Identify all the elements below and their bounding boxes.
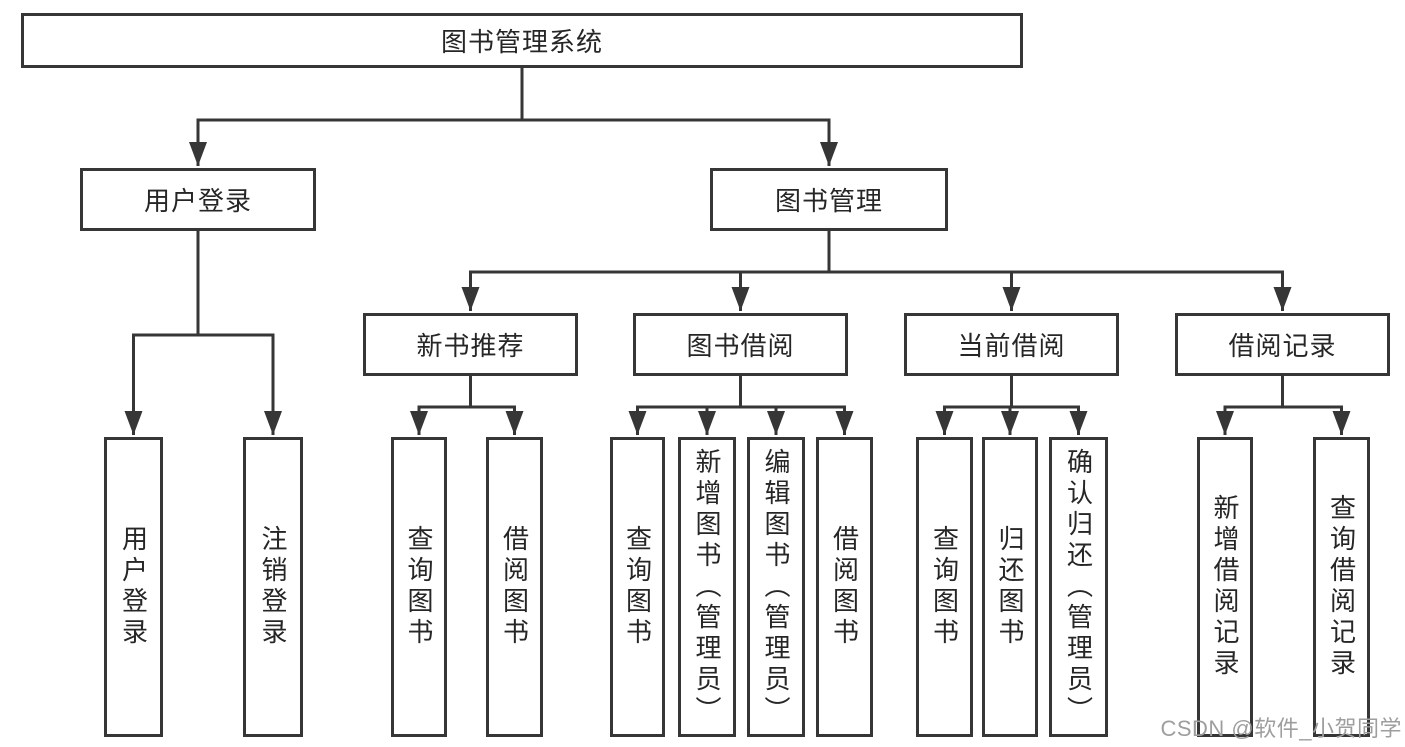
connector-rails xyxy=(132,66,1343,409)
leaf-confirm-return-admin: 确认归还（管理员） xyxy=(1049,437,1108,737)
node-label: 借阅图书 xyxy=(829,525,860,649)
node-label: 归还图书 xyxy=(995,525,1025,649)
leaf-borrow-book-2: 借阅图书 xyxy=(816,437,873,737)
csdn-watermark: CSDN @软件_小贺同学 xyxy=(1160,716,1402,741)
node-label: 查询图书 xyxy=(404,525,434,649)
leaf-add-borrow-record: 新增借阅记录 xyxy=(1197,437,1253,737)
node-label: 查询图书 xyxy=(622,525,653,649)
node-label: 查询借阅记录 xyxy=(1326,494,1357,680)
node-label: 图书管理系统 xyxy=(440,27,603,57)
node-label: 确认归还（管理员） xyxy=(1063,447,1094,727)
node-label: 新增图书（管理员） xyxy=(692,447,722,727)
node-label: 编辑图书（管理员） xyxy=(761,447,791,727)
arrows-borrow-records-group xyxy=(1216,407,1351,435)
node-label: 注销登录 xyxy=(258,525,288,649)
leaf-query-book-1: 查询图书 xyxy=(391,437,447,737)
node-book-management: 图书管理 xyxy=(710,168,948,231)
leaf-query-book-2: 查询图书 xyxy=(610,437,665,737)
node-label: 图书管理 xyxy=(774,186,883,216)
node-new-book-recommend: 新书推荐 xyxy=(363,313,578,376)
leaf-query-borrow-record: 查询借阅记录 xyxy=(1313,437,1370,737)
node-label: 新书推荐 xyxy=(416,331,525,361)
arrows-new-books-group xyxy=(410,407,524,435)
node-borrow-records: 借阅记录 xyxy=(1175,313,1390,376)
leaf-user-login: 用户登录 xyxy=(104,437,163,737)
leaf-logout: 注销登录 xyxy=(243,437,303,737)
node-label: 借阅记录 xyxy=(1228,331,1337,361)
node-label: 用户登录 xyxy=(143,186,252,216)
leaf-add-book-admin: 新增图书（管理员） xyxy=(678,437,736,737)
node-current-borrow: 当前借阅 xyxy=(904,313,1119,376)
arrows-book-management-to-level2 xyxy=(461,272,1292,311)
node-user-login: 用户登录 xyxy=(80,168,316,231)
arrows-current-borrow-group xyxy=(935,407,1088,435)
leaf-borrow-book-1: 借阅图书 xyxy=(486,437,543,737)
leaf-edit-book-admin: 编辑图书（管理员） xyxy=(747,437,805,737)
node-label: 当前借阅 xyxy=(957,331,1066,361)
node-label: 用户登录 xyxy=(118,525,149,649)
arrows-user-login-group xyxy=(124,335,282,435)
arrows-book-borrow-group xyxy=(628,407,854,435)
leaf-return-book: 归还图书 xyxy=(982,437,1038,737)
leaf-query-book-3: 查询图书 xyxy=(916,437,973,737)
node-label: 图书借阅 xyxy=(686,331,795,361)
node-book-borrow: 图书借阅 xyxy=(633,313,848,376)
node-root-system: 图书管理系统 xyxy=(21,13,1023,68)
arrows-root-to-level1 xyxy=(189,120,838,166)
node-label: 新增借阅记录 xyxy=(1210,494,1240,680)
node-label: 查询图书 xyxy=(929,525,960,649)
node-label: 借阅图书 xyxy=(499,525,530,649)
